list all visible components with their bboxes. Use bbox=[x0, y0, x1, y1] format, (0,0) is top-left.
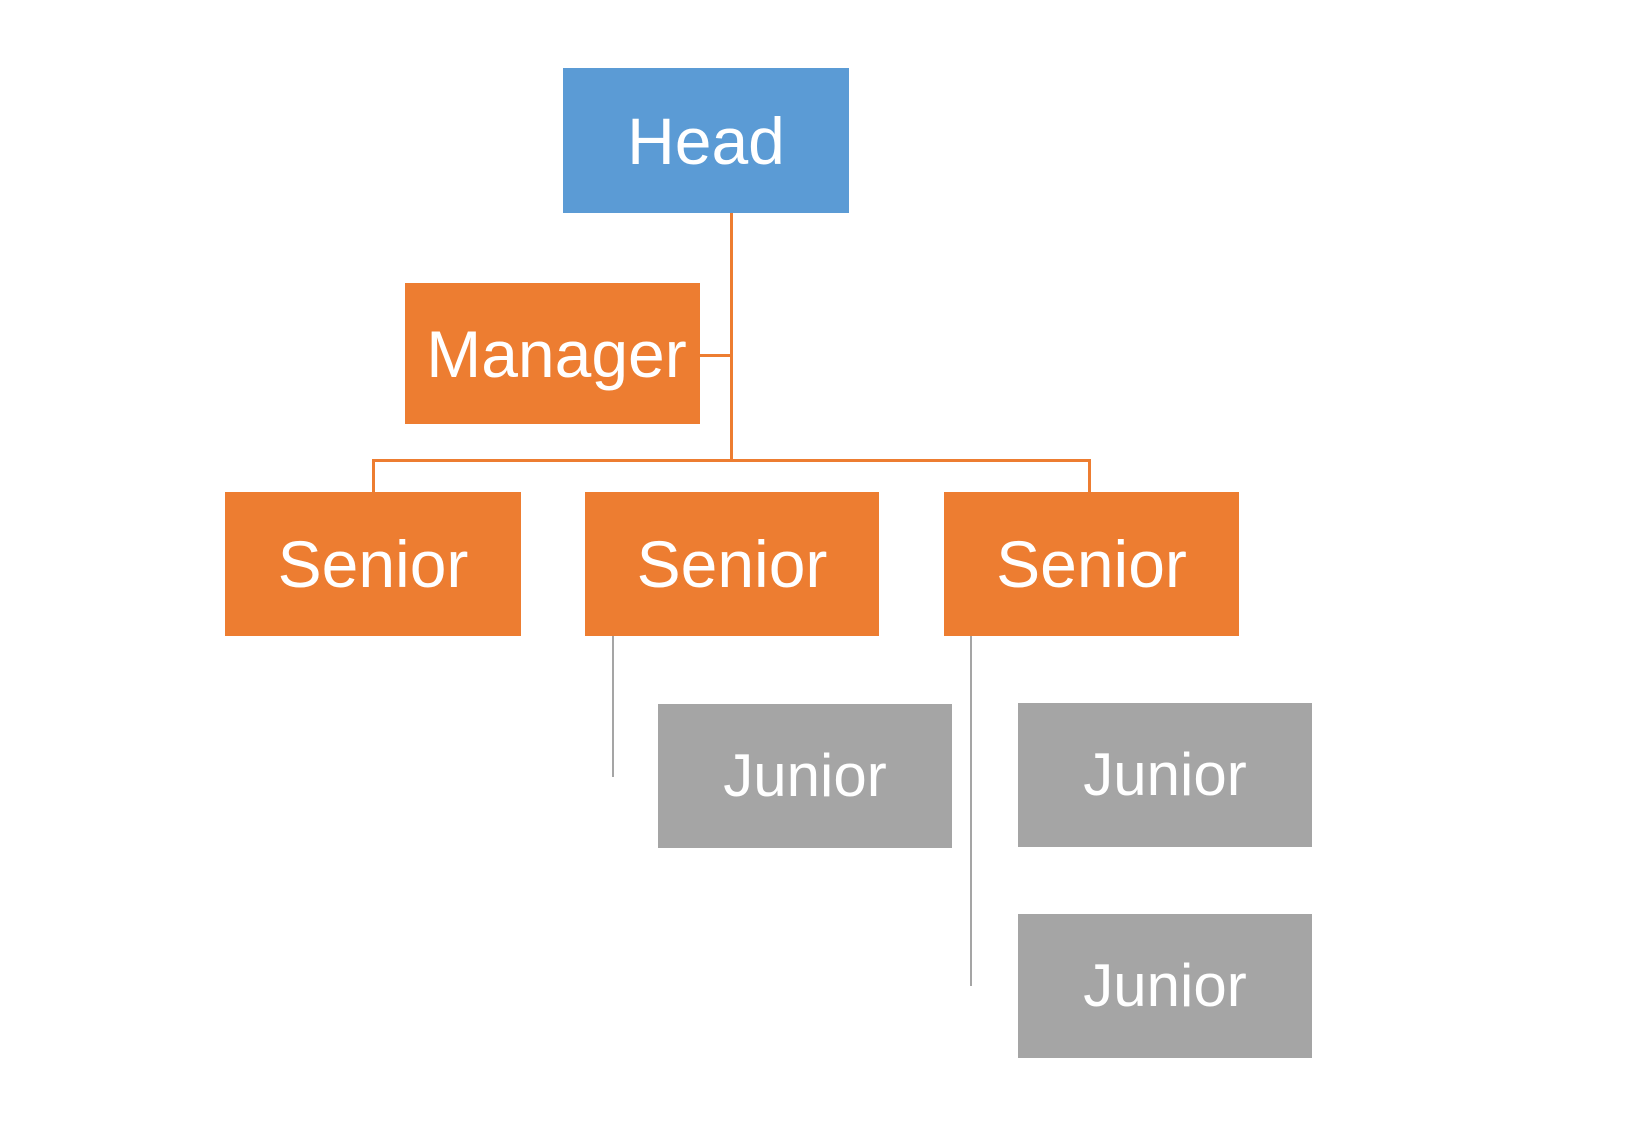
connector-head-to-manager bbox=[698, 354, 732, 357]
node-junior-3-label: Junior bbox=[1083, 952, 1247, 1019]
node-junior-2-label: Junior bbox=[1083, 741, 1247, 808]
connector-head-trunk bbox=[730, 212, 733, 462]
connector-senior2-vertical bbox=[612, 636, 614, 777]
node-manager-label: Manager bbox=[426, 316, 687, 391]
node-senior-1[interactable]: Senior bbox=[225, 492, 521, 636]
node-head[interactable]: Head bbox=[563, 68, 849, 213]
node-senior-2-label: Senior bbox=[636, 527, 828, 601]
node-junior-1-label: Junior bbox=[723, 742, 887, 809]
node-junior-2[interactable]: Junior bbox=[1018, 703, 1312, 847]
connector-drop-senior-1 bbox=[372, 459, 375, 493]
connector-senior-bus bbox=[372, 459, 1091, 462]
node-senior-1-label: Senior bbox=[277, 527, 469, 601]
node-junior-1[interactable]: Junior bbox=[658, 704, 952, 848]
connector-drop-senior-3 bbox=[1088, 459, 1091, 493]
node-junior-3[interactable]: Junior bbox=[1018, 914, 1312, 1058]
node-senior-2[interactable]: Senior bbox=[585, 492, 879, 636]
node-senior-3-label: Senior bbox=[996, 527, 1187, 601]
node-manager[interactable]: Manager bbox=[405, 283, 700, 424]
connector-senior3-vertical bbox=[970, 636, 972, 986]
node-head-label: Head bbox=[627, 103, 785, 178]
node-senior-3[interactable]: Senior bbox=[944, 492, 1239, 636]
